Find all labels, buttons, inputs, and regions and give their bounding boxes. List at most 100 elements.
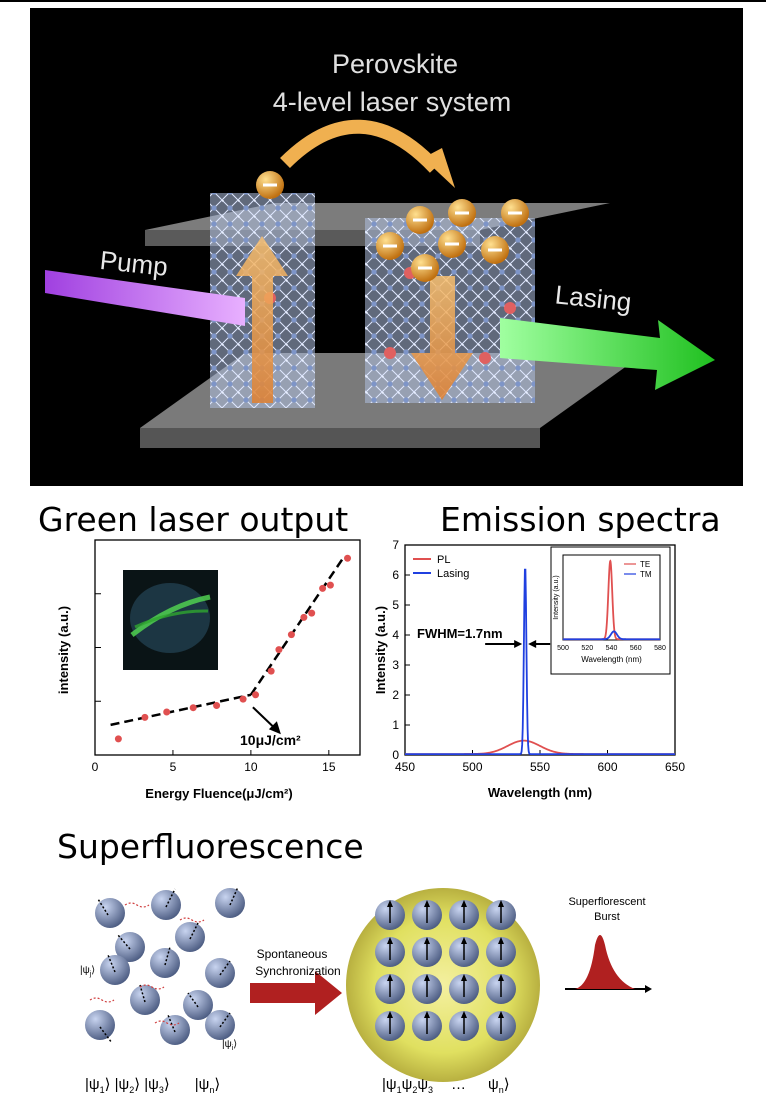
chart1-data-point: [344, 554, 352, 562]
chart2-x-tick-label: 650: [665, 760, 685, 774]
spin-arrowhead: [387, 937, 393, 944]
chart1-x-tick-label: 0: [92, 760, 99, 774]
inset-y-label: Intensity (a.u.): [553, 575, 560, 619]
superfluorescence-title: Superfluorescence: [57, 827, 364, 866]
spin-arrowhead: [424, 900, 430, 907]
psi-j-label: |ψ: [80, 965, 90, 976]
chart1-data-point: [252, 691, 260, 699]
burst-label-2: Burst: [594, 911, 620, 923]
inset-legend-label: TE: [640, 560, 650, 569]
chart1-data-point: [326, 581, 334, 589]
left-states-label: |ψ1⟩ |ψ2⟩ |ψ3⟩|ψn⟩: [85, 1076, 220, 1095]
inset-frame: [562, 554, 661, 641]
green-laser-title: Green laser output: [38, 500, 349, 539]
synchronization-arrow: [250, 971, 342, 1015]
svg-text:|ψi⟩: |ψi⟩: [222, 1039, 237, 1052]
synchronization-label: Synchronization: [255, 964, 340, 978]
spin-arrowhead: [498, 937, 504, 944]
chart2-y-tick-label: 6: [392, 568, 399, 582]
burst-pulse: [575, 935, 635, 989]
chart2-legend-label: PL: [437, 554, 450, 566]
svg-text:|ψj⟩: |ψj⟩: [80, 965, 95, 978]
chart1-threshold-arrow: [252, 706, 277, 730]
chart1-threshold-arrowhead: [268, 721, 281, 735]
spin-arrowhead: [424, 1011, 430, 1018]
panel-title-line1: Perovskite: [332, 49, 458, 79]
chart2-y-tick-label: 3: [392, 658, 399, 672]
spin-arrowhead: [424, 937, 430, 944]
inset-x-tick-label: 520: [581, 645, 593, 652]
chart2-x-tick-label: 550: [530, 760, 550, 774]
chart2-x-label: Wavelength (nm): [488, 785, 592, 800]
inset-series-tm: [563, 630, 660, 641]
emission-down-arrow: [411, 276, 473, 400]
incoherent-particles: [85, 888, 245, 1045]
chart1-x-tick-label: 15: [322, 760, 336, 774]
chart2-y-tick-label: 4: [392, 628, 399, 642]
chart1-fit-line: [249, 555, 346, 696]
spin-arrowhead: [461, 974, 467, 981]
transfer-curved-arrow: [280, 119, 441, 173]
spin-arrowhead: [498, 974, 504, 981]
chart1-data-point: [275, 646, 283, 654]
fwhm-annotation: FWHM=1.7nm: [417, 626, 503, 641]
chart1-data-point: [319, 584, 327, 592]
pump-beam: [45, 270, 245, 326]
inset-x-tick-label: 540: [606, 645, 618, 652]
chart1-fit-line: [110, 693, 252, 727]
spin-arrowhead: [461, 1011, 467, 1018]
inset-x-tick-label: 580: [654, 645, 666, 652]
spin-arrowhead: [498, 1011, 504, 1018]
chart1-data-point: [114, 735, 122, 743]
spin-arrowhead: [387, 1011, 393, 1018]
electron-group: [256, 171, 529, 282]
inset-x-label: Wavelength (nm): [581, 655, 642, 664]
chart2-legend-label: Lasing: [437, 568, 469, 580]
inset-x-tick-label: 560: [630, 645, 642, 652]
chart1-threshold-annotation: 10μJ/cm²: [240, 732, 301, 748]
panel-title-line2: 4-level laser system: [273, 87, 512, 117]
laser-spot-glow: [130, 583, 210, 653]
chart2-y-tick-label: 2: [392, 688, 399, 702]
psi-i-subscript: i: [232, 1045, 234, 1052]
spin-arrowhead: [387, 900, 393, 907]
chart2-y-tick-label: 0: [392, 748, 399, 762]
spin-arrowhead: [498, 900, 504, 907]
pump-label: Pump: [99, 245, 170, 282]
right-state-label: |ψ1ψ2ψ3…ψn⟩: [382, 1076, 510, 1095]
spontaneous-label: Spontaneous: [257, 947, 328, 961]
lasing-arrow: [500, 318, 715, 390]
chart1-x-tick-label: 5: [170, 760, 177, 774]
chart1-data-point: [163, 708, 171, 716]
chart1-y-label: intensity (a.u.): [56, 606, 71, 694]
fwhm-arrowhead-right: [528, 640, 537, 648]
chart2-x-tick-label: 600: [597, 760, 617, 774]
fwhm-arrowhead-left: [514, 640, 523, 648]
chart2-y-label: Intensity (a.u.): [375, 606, 388, 694]
burst-label-1: Superflorescent: [568, 896, 645, 908]
chart1-data-point: [213, 702, 221, 710]
chart1-data-point: [287, 631, 295, 639]
perovskite-laser-illustration: Perovskite 4-level laser system Pump Las…: [30, 8, 743, 486]
chart1-data-point: [308, 609, 316, 617]
psi-i-label: |ψ: [222, 1039, 232, 1050]
chart2-x-tick-label: 450: [395, 760, 415, 774]
chart1-data-point: [141, 713, 149, 721]
laser-system-svg: Perovskite 4-level laser system Pump Las…: [45, 49, 715, 448]
coherent-particles: [375, 900, 516, 1041]
spin-arrowhead: [461, 900, 467, 907]
emission-spectra-title: Emission spectra: [440, 500, 721, 539]
lasing-label: Lasing: [554, 279, 633, 317]
superfluorescence-diagram: |ψj⟩ |ψi⟩ Spontaneous Synchronization Su…: [80, 886, 652, 1095]
inset-legend-label: TM: [640, 570, 652, 579]
spin-arrowhead: [461, 937, 467, 944]
chart1-data-point: [189, 704, 197, 712]
psi-j-subscript: j: [89, 971, 92, 978]
top-border-line: [0, 0, 766, 2]
chart1-data-point: [267, 667, 275, 675]
chart2-series-lasing: [405, 568, 675, 755]
chart1-x-tick-label: 10: [244, 760, 258, 774]
inset-x-tick-label: 500: [557, 645, 569, 652]
